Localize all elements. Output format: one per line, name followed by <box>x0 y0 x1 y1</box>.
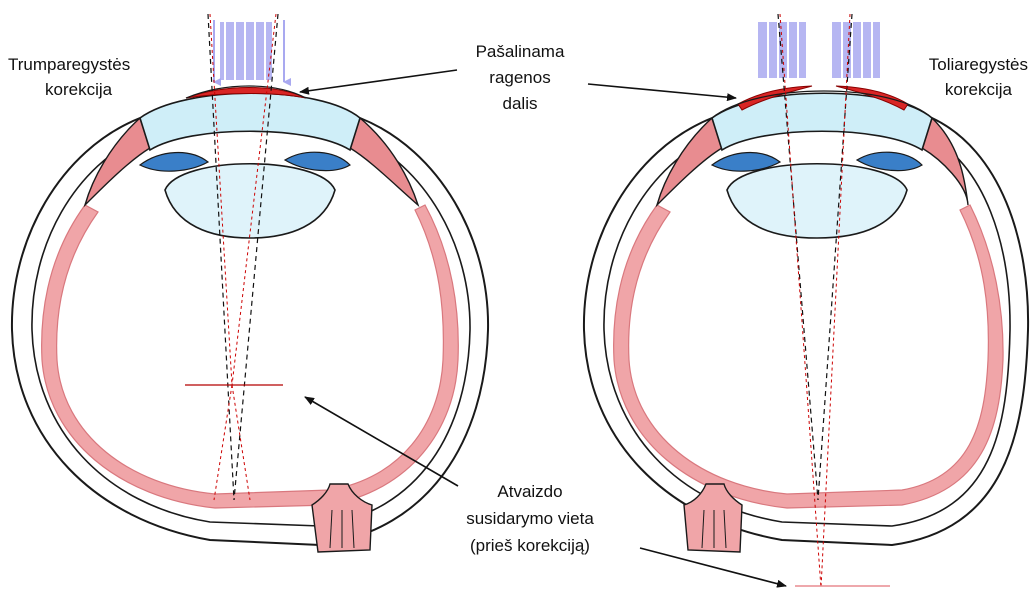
focus-point-label: Atvaizdo susidarymo vieta (prieš korekci… <box>466 482 594 555</box>
focus-label-line3: (prieš korekciją) <box>470 536 590 555</box>
arrow-to-myopia-cornea <box>300 70 457 92</box>
hyperopia-label-line1: Toliaregystės <box>929 55 1028 74</box>
arrow-to-hyperopia-cornea <box>588 84 736 98</box>
removed-label-line3: dalis <box>503 94 538 113</box>
hyperopia-eye <box>584 86 1028 552</box>
myopia-correction-label: Trumparegystės korekcija <box>8 55 130 99</box>
hyperopia-label-line2: korekcija <box>945 80 1013 99</box>
myopia-label-line1: Trumparegystės <box>8 55 130 74</box>
hyperopia-light-rays <box>758 20 880 80</box>
arrow-to-hyperopia-focus <box>640 548 786 586</box>
focus-label-line2: susidarymo vieta <box>466 509 594 528</box>
removed-label-line1: Pašalinama <box>476 42 565 61</box>
myopia-label-line2: korekcija <box>45 80 113 99</box>
hyperopia-correction-label: Toliaregystės korekcija <box>929 55 1028 99</box>
myopia-light-rays <box>214 20 284 82</box>
removed-tissue-label: Pašalinama ragenos dalis <box>476 42 565 113</box>
removed-label-line2: ragenos <box>489 68 550 87</box>
focus-label-line1: Atvaizdo <box>497 482 562 501</box>
